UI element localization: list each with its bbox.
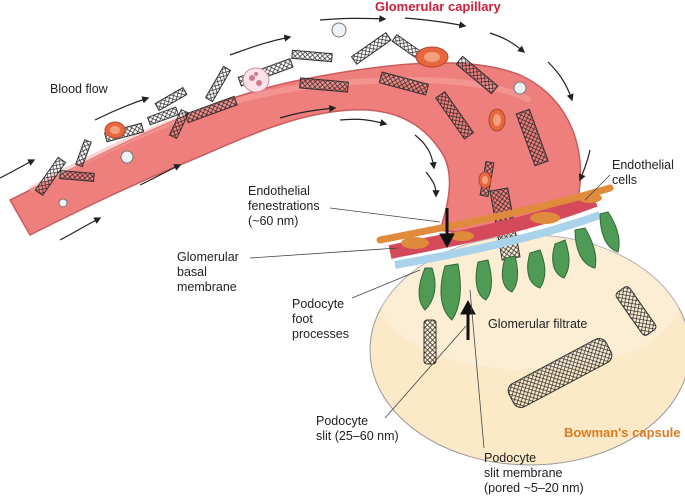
capsule-title: Bowman's capsule xyxy=(564,425,681,440)
nanotubes-capillary xyxy=(34,31,549,261)
basal-membrane-label: Glomerular basal membrane xyxy=(177,250,239,294)
nanotubes-capsule xyxy=(423,286,657,408)
filtration-arrows xyxy=(439,208,476,340)
leader-lines xyxy=(249,174,611,449)
fenestrations-label: Endothelial fenestrations (~60 nm) xyxy=(248,184,320,228)
filtrate-label: Glomerular filtrate xyxy=(488,317,588,331)
blood-cells xyxy=(58,22,527,208)
podocyte-slit-label: Podocyte slit (25–60 nm) xyxy=(316,414,399,443)
endothelial-cell-bumps xyxy=(401,193,602,249)
podocyte-foot-processes xyxy=(418,211,620,321)
slit-membrane-label: Podocyte slit membrane (pored ~5–20 nm) xyxy=(484,451,584,495)
blood-flow-label: Blood flow xyxy=(50,82,108,96)
foot-processes-label: Podocyte foot processes xyxy=(292,297,349,341)
capillary-title: Glomerular capillary xyxy=(375,0,501,14)
blood-flow-arrows xyxy=(0,15,591,241)
podocyte-slit-membrane-layer xyxy=(394,211,602,269)
endothelial-cells-label: Endothelial cells xyxy=(612,158,674,187)
